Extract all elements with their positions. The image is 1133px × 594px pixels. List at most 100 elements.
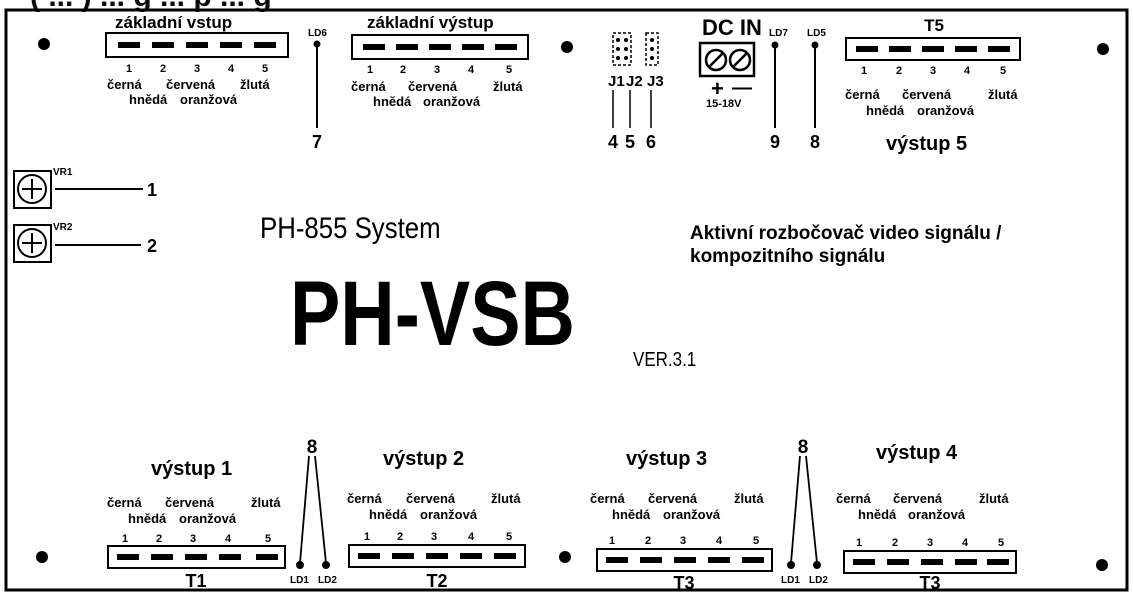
t5-color-zluta: žlutá [988,87,1018,102]
output-3-color-cerna: černá [590,491,625,506]
output-3-block: výstup 3 černá červená žlutá hnědá oranž… [590,448,773,593]
t5-title: výstup 5 [886,133,967,155]
output-4-pin-5: 5 [998,537,1004,549]
output-4-pin-4: 4 [962,537,969,549]
output-4-block: výstup 4 černá červená žlutá hnědá oranž… [836,442,1017,593]
mounting-hole-bottom-middle [559,551,571,563]
main-output-pin-1: 1 [367,64,373,76]
vr2-label: VR2 [53,222,73,233]
main-output-pin-pads [363,44,517,50]
ld7-label: LD7 [769,28,788,39]
t5-color-hneda: hnědá [866,103,905,118]
input-connector [105,32,289,58]
input-pin-pads [118,42,276,48]
output-1-connector-label: T1 [185,571,206,591]
t5-pin-pads [856,46,1010,52]
output-3-pin-pads [606,557,764,563]
t5-color-oranzova: oranžová [917,103,975,118]
led-pair-2-number: 8 [798,437,809,458]
vr2-number: 2 [147,236,157,256]
product-version: VER.3.1 [633,348,696,371]
t5-pin-3: 3 [930,65,936,77]
main-output-color-oranzova: oranžová [423,94,481,109]
jumper-j1-j2 [612,32,632,66]
output-3-color-cervena: červená [648,491,698,506]
ld6-label: LD6 [308,28,327,39]
output-3-connector-label: T3 [673,573,694,593]
output-3-pin-5: 5 [753,535,759,547]
output-2-block: výstup 2 černá červená žlutá hnědá oranž… [347,448,526,591]
dc-in-title: DC IN [702,15,762,40]
output-2-color-oranzova: oranžová [420,507,478,522]
ld7-led: LD7 9 [769,28,788,152]
output-2-color-cervena: červená [406,491,456,506]
input-connector-block: základní vstup 1 2 3 4 5 černá červená ž… [105,13,289,107]
output-2-pin-2: 2 [397,531,403,543]
t5-pin-1: 1 [861,65,867,77]
main-output-color-hneda: hnědá [373,94,412,109]
vr1-trimmer: VR1 1 [13,167,157,209]
input-pin-5: 5 [262,63,268,75]
jumper-label-j1: J1 [608,73,625,90]
output-4-color-zluta: žlutá [979,491,1009,506]
led-pair-1: 8 LD1 LD2 [290,437,337,586]
output-1-color-hneda: hnědá [128,511,167,526]
output-1-pin-2: 2 [156,533,162,545]
input-pin-3: 3 [194,63,200,75]
product-name: PH-VSB [290,262,575,365]
vr1-label: VR1 [53,167,73,178]
output-2-title: výstup 2 [383,448,464,470]
output-2-color-cerna: černá [347,491,382,506]
output-2-color-hneda: hnědá [369,507,408,522]
output-2-color-zluta: žlutá [491,491,521,506]
dc-in-plus: + [711,76,724,101]
board-outline [4,8,1129,592]
input-color-cerna: černá [107,77,142,92]
mounting-hole-top-left [38,38,50,50]
output-4-connector [843,550,1017,574]
ld7-number: 9 [770,132,780,152]
mounting-hole-top-middle [561,41,573,53]
input-color-oranzova: oranžová [180,92,238,107]
output-3-pin-2: 2 [645,535,651,547]
output-3-color-hneda: hnědá [612,507,651,522]
ld5-number: 8 [810,132,820,152]
ld5-led: LD5 8 [807,28,826,152]
product-description-line-1: Aktivní rozbočovač video signálu / [690,223,1002,244]
output-1-pin-pads [117,554,278,560]
output-4-color-hneda: hnědá [858,507,897,522]
led-pair-2-right: LD2 [809,575,828,586]
product-description-line-2: kompozitního signálu [690,246,885,267]
led-pair-1-number: 8 [307,437,318,458]
jumper-number-5: 5 [625,132,635,152]
main-output-pin-5: 5 [506,64,512,76]
jumper-label-j2: J2 [626,73,643,90]
input-pin-1: 1 [126,63,132,75]
output-3-pin-4: 4 [716,535,723,547]
t5-pin-5: 5 [1000,65,1006,77]
dc-in-terminal-block [698,41,756,78]
output-4-pin-pads [853,559,1009,565]
output-4-color-cerna: černá [836,491,871,506]
output-1-color-cerna: černá [107,495,142,510]
output-4-pin-2: 2 [892,537,898,549]
output-3-connector [596,548,773,572]
input-color-cervena: červená [166,77,216,92]
mounting-hole-bottom-right [1096,559,1108,571]
output-3-title: výstup 3 [626,448,707,470]
output-4-color-cervena: červená [893,491,943,506]
ld6-number: 7 [312,132,322,152]
main-output-title: základní výstup [367,13,494,32]
output-1-connector [107,545,286,569]
led-pair-1-right: LD2 [318,575,337,586]
jumper-label-j3: J3 [647,73,664,90]
vr2-trimmer: VR2 2 [13,222,157,263]
dc-in-terminal: DC IN + — 15-18V [698,15,762,110]
mounting-hole-top-right [1097,43,1109,55]
output-2-pin-1: 1 [364,531,370,543]
t5-pin-4: 4 [964,65,971,77]
output-3-pin-3: 3 [680,535,686,547]
output-1-pin-1: 1 [122,533,128,545]
input-color-hneda: hnědá [129,92,168,107]
main-output-pin-2: 2 [400,64,406,76]
